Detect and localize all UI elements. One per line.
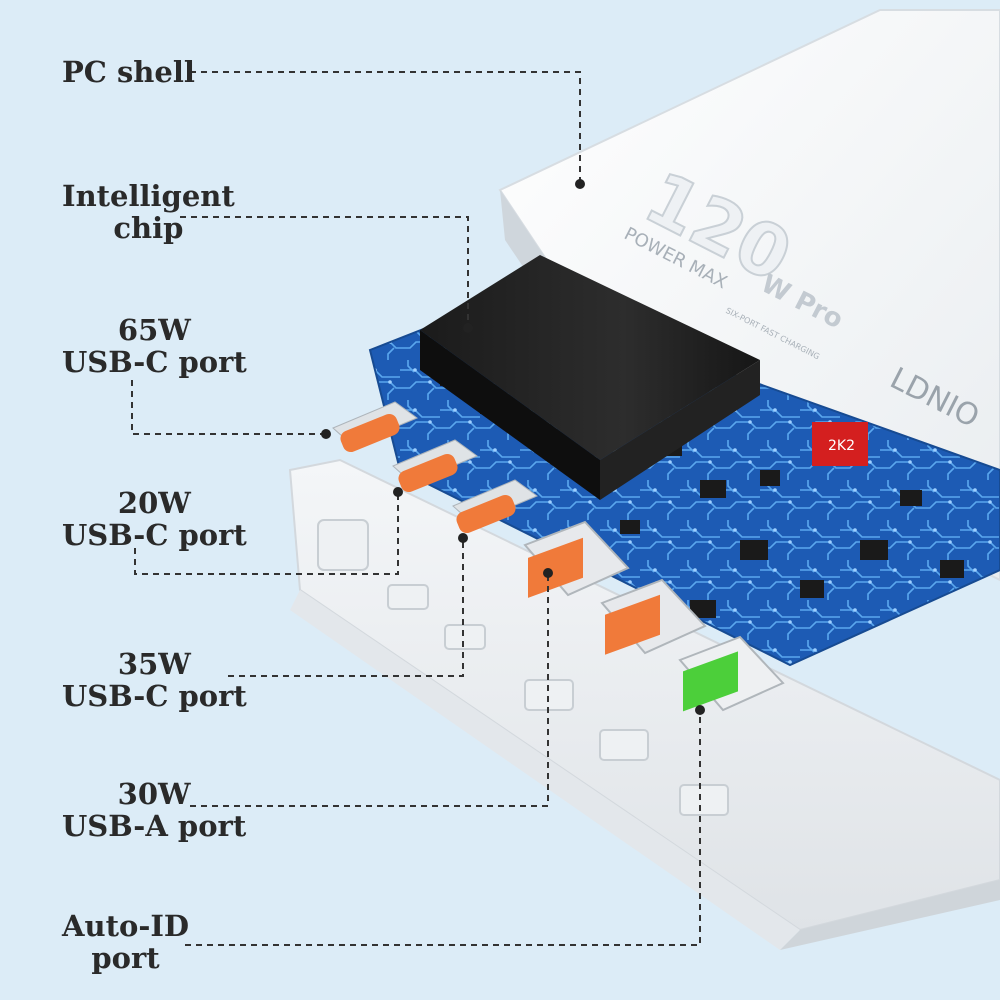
- usba-port-2: [600, 578, 707, 655]
- leader-20w: [134, 494, 399, 575]
- leader-65w: [131, 380, 322, 435]
- auto-id-port-green: [678, 635, 785, 712]
- usbc-port-20w: [392, 439, 479, 493]
- usba-port-1: [523, 520, 630, 598]
- label-usbc-35w: 35W USB-C port: [62, 647, 247, 713]
- leader-35w: [228, 540, 464, 677]
- leader-pc-shell: [190, 71, 581, 182]
- leader-lines: [131, 71, 701, 946]
- svg-text:2K2: 2K2: [828, 438, 855, 454]
- port-tray: [288, 458, 1000, 950]
- leader-intelligent-chip: [180, 216, 469, 326]
- label-usbc-65w: 65W USB-C port: [62, 313, 247, 379]
- label-pc-shell: PC shell: [62, 55, 195, 89]
- usbc-port-35w: [452, 479, 539, 534]
- intelligent-chip-block: [420, 255, 760, 500]
- label-intelligent-chip: Intelligent chip: [62, 179, 235, 245]
- tray-port-slots: [317, 519, 729, 816]
- leader-endpoints: [321, 179, 705, 715]
- label-usbc-20w: 20W USB-C port: [62, 486, 247, 552]
- label-auto-id: Auto-ID port: [62, 909, 190, 975]
- label-usba-30w: 30W USB-A port: [62, 777, 247, 843]
- red-component: 2K2: [812, 422, 868, 466]
- leader-30w: [190, 575, 549, 807]
- usbc-port-65w: [332, 401, 419, 453]
